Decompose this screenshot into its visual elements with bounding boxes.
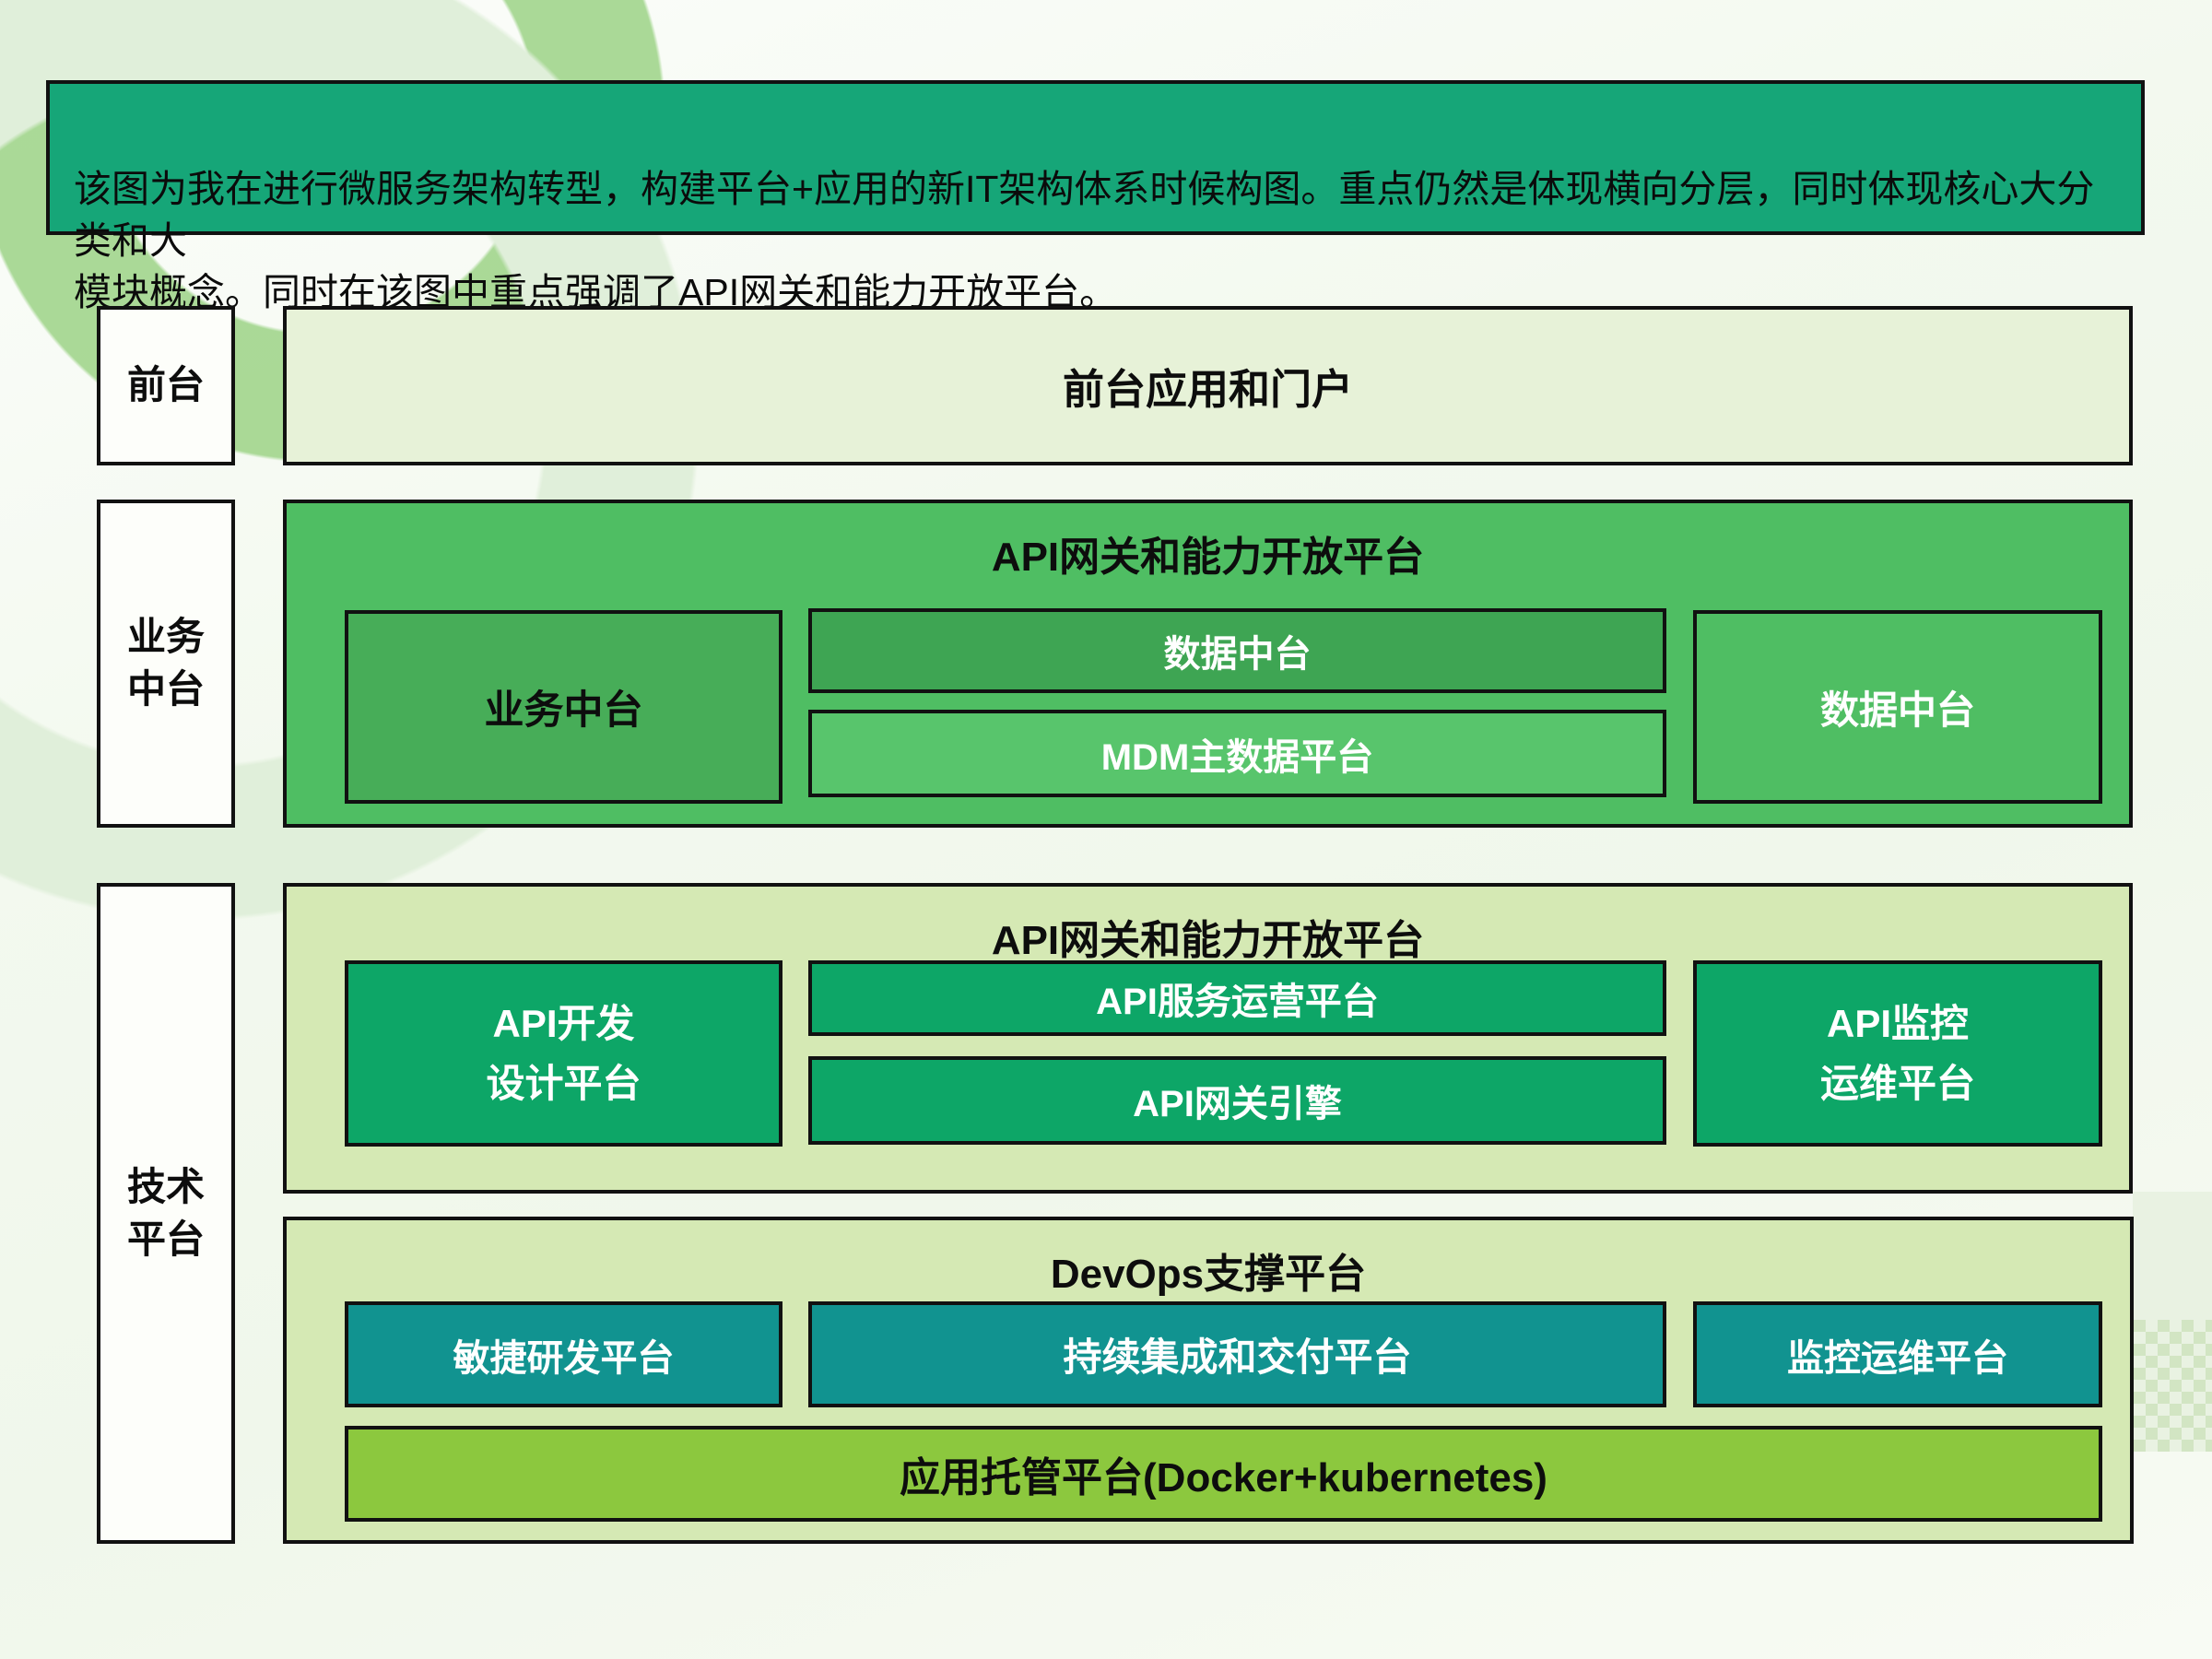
agile-dev-box: 敏捷研发平台 — [345, 1301, 782, 1407]
business-section-title: API网关和能力开放平台 — [991, 535, 1425, 580]
api-service-ops-box: API服务运营平台 — [808, 960, 1666, 1036]
devops-section-title: DevOps支撑平台 — [1050, 1252, 1367, 1297]
ci-cd-box: 持续集成和交付平台 — [808, 1301, 1666, 1407]
business-middle-box: 业务中台 — [345, 610, 782, 804]
layer-label-frontend: 前台 — [97, 306, 235, 465]
api-section-title: API网关和能力开放平台 — [991, 918, 1425, 963]
api-monitor-ops-box: API监控 运维平台 — [1693, 960, 2102, 1147]
frontend-apps-box: 前台应用和门户 — [283, 306, 2133, 465]
api-dev-design-box: API开发 设计平台 — [345, 960, 782, 1147]
description-banner: 该图为我在进行微服务架构转型，构建平台+应用的新IT架构体系时候构图。重点仍然是… — [46, 80, 2145, 313]
api-gateway-engine-box: API网关引擎 — [808, 1056, 1666, 1145]
corner-pattern-tint — [2133, 1192, 2212, 1452]
api-gateway-section: API网关和能力开放平台 API开发 设计平台 API服务运营平台 API网关引… — [283, 883, 2133, 1194]
app-hosting-box: 应用托管平台(Docker+kubernetes) — [345, 1426, 2102, 1522]
monitor-ops-box: 监控运维平台 — [1693, 1301, 2102, 1407]
layer-label-business: 业务 中台 — [97, 500, 235, 828]
banner-text: 该图为我在进行微服务架构转型，构建平台+应用的新IT架构体系时候构图。重点仍然是… — [74, 168, 2095, 314]
data-middle-top-box: 数据中台 — [808, 608, 1666, 693]
business-middle-platform-section: API网关和能力开放平台 业务中台 数据中台 MDM主数据平台 数据中台 — [283, 500, 2133, 828]
mdm-master-data-box: MDM主数据平台 — [808, 710, 1666, 797]
devops-section: DevOps支撑平台 敏捷研发平台 持续集成和交付平台 监控运维平台 应用托管平… — [283, 1217, 2134, 1544]
corner-pattern-checker — [2122, 1320, 2212, 1452]
data-middle-right-box: 数据中台 — [1693, 610, 2102, 804]
layer-label-tech: 技术 平台 — [97, 883, 235, 1544]
